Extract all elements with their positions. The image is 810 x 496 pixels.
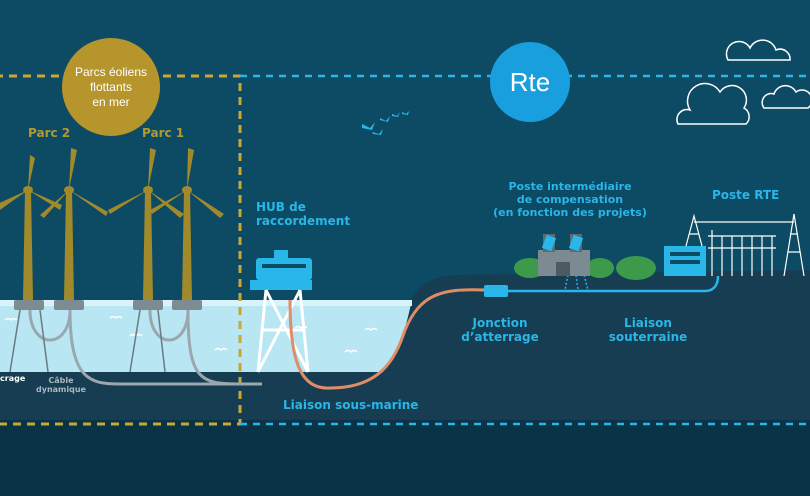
label-liaison-sous-marine: Liaison sous-marine (283, 398, 419, 412)
substation-pylon-icon (664, 213, 805, 277)
label-liaison-souterraine: Liaison souterraine (608, 316, 688, 344)
label-parc2: Parc 2 (28, 126, 71, 140)
rte-logo: Rte (490, 42, 570, 122)
ground-band (0, 420, 810, 496)
label-jonction: Jonction d’atterrage (461, 316, 539, 344)
sea (0, 300, 412, 372)
label-ancrage: crage (0, 374, 26, 383)
substation-intermediate (514, 234, 656, 280)
label-cable-dynamique: Câble dynamique (36, 376, 86, 394)
wave-icon (4, 315, 378, 353)
rte-logo-text: Rte (509, 66, 551, 97)
label-hub: HUB de raccordement (256, 200, 351, 228)
parcs-badge-text: Parcs éoliens flottants en mer (74, 64, 148, 109)
underground-cable (508, 275, 720, 293)
submarine-cable (288, 288, 486, 390)
label-poste-rte: Poste RTE (712, 188, 780, 202)
birds-icon (362, 111, 409, 135)
junction-box (484, 285, 508, 297)
hub-platform (250, 250, 312, 373)
wind-turbine-icon (0, 148, 224, 300)
label-parc1: Parc 1 (142, 126, 185, 140)
tree-icon (616, 256, 656, 280)
parcs-badge: Parcs éoliens flottants en mer (62, 38, 160, 136)
cloud-icon (676, 39, 810, 125)
parcs-zone-border (0, 74, 242, 426)
dynamic-cable (28, 309, 262, 386)
label-poste-intermediaire: Poste intermédiaire de compensation (en … (493, 180, 647, 219)
